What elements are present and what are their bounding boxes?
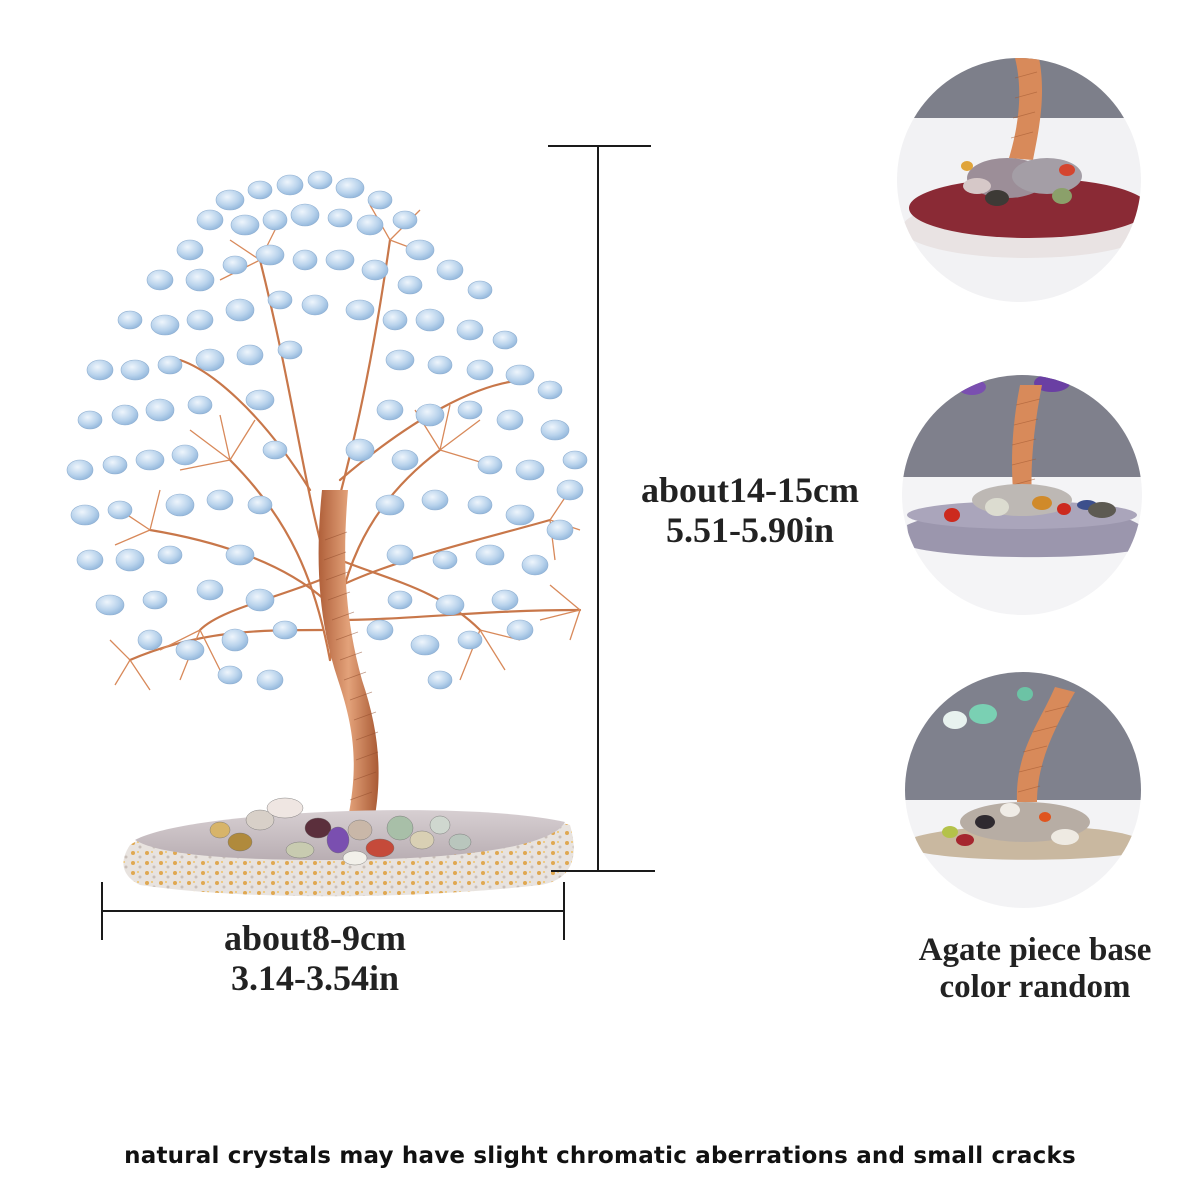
width-dimension-label: about8-9cm 3.14-3.54in — [165, 918, 465, 999]
height-metric-label: about14-15cm — [641, 470, 859, 510]
detail-view-clear-agate-base — [905, 672, 1141, 908]
detail-views-caption: Agate piece base color random — [870, 932, 1200, 1006]
crystal-disclaimer-note: natural crystals may have slight chromat… — [124, 1143, 1076, 1169]
height-imperial-label: 5.51-5.90in — [665, 510, 834, 551]
caption-line-1: Agate piece base — [918, 932, 1152, 968]
width-dimension-right-tick — [563, 882, 565, 940]
detail-view-purple-agate-base — [902, 375, 1142, 615]
crystal-tree-image — [66, 170, 588, 897]
detail-view-red-agate-base — [897, 58, 1141, 302]
caption-line-2: color random — [939, 968, 1131, 1005]
width-dimension-line — [101, 910, 565, 912]
height-dimension-label: about14-15cm 5.51-5.90in — [600, 470, 900, 551]
width-metric-label: about8-9cm — [224, 918, 406, 958]
height-dimension-top-tick — [548, 145, 651, 147]
height-dimension-bottom-tick — [551, 870, 655, 872]
height-dimension-line — [597, 145, 599, 872]
width-imperial-label: 3.14-3.54in — [230, 958, 399, 999]
